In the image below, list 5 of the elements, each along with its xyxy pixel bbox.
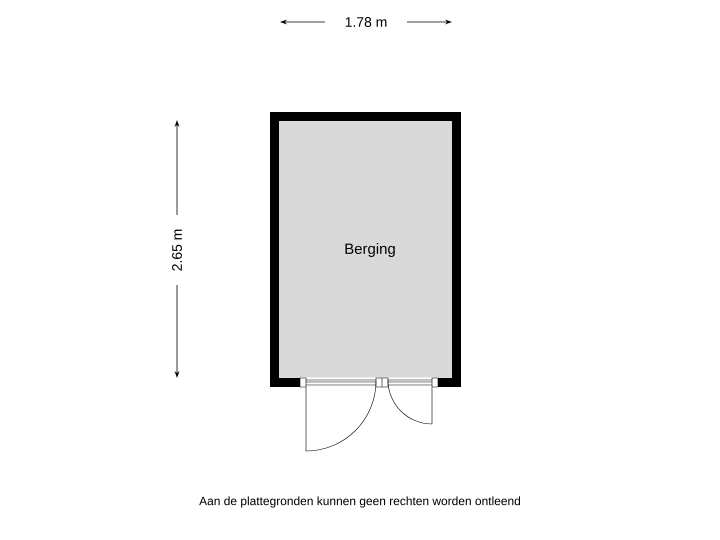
room-drawing [270,112,461,452]
room-label: Berging [345,243,395,257]
dimension-label: 2.65 m [172,230,182,271]
dimension-label: 1.78 m [346,17,386,27]
disclaimer-note: Aan de plattegronden kunnen geen rechten worden ontleend [199,496,520,508]
